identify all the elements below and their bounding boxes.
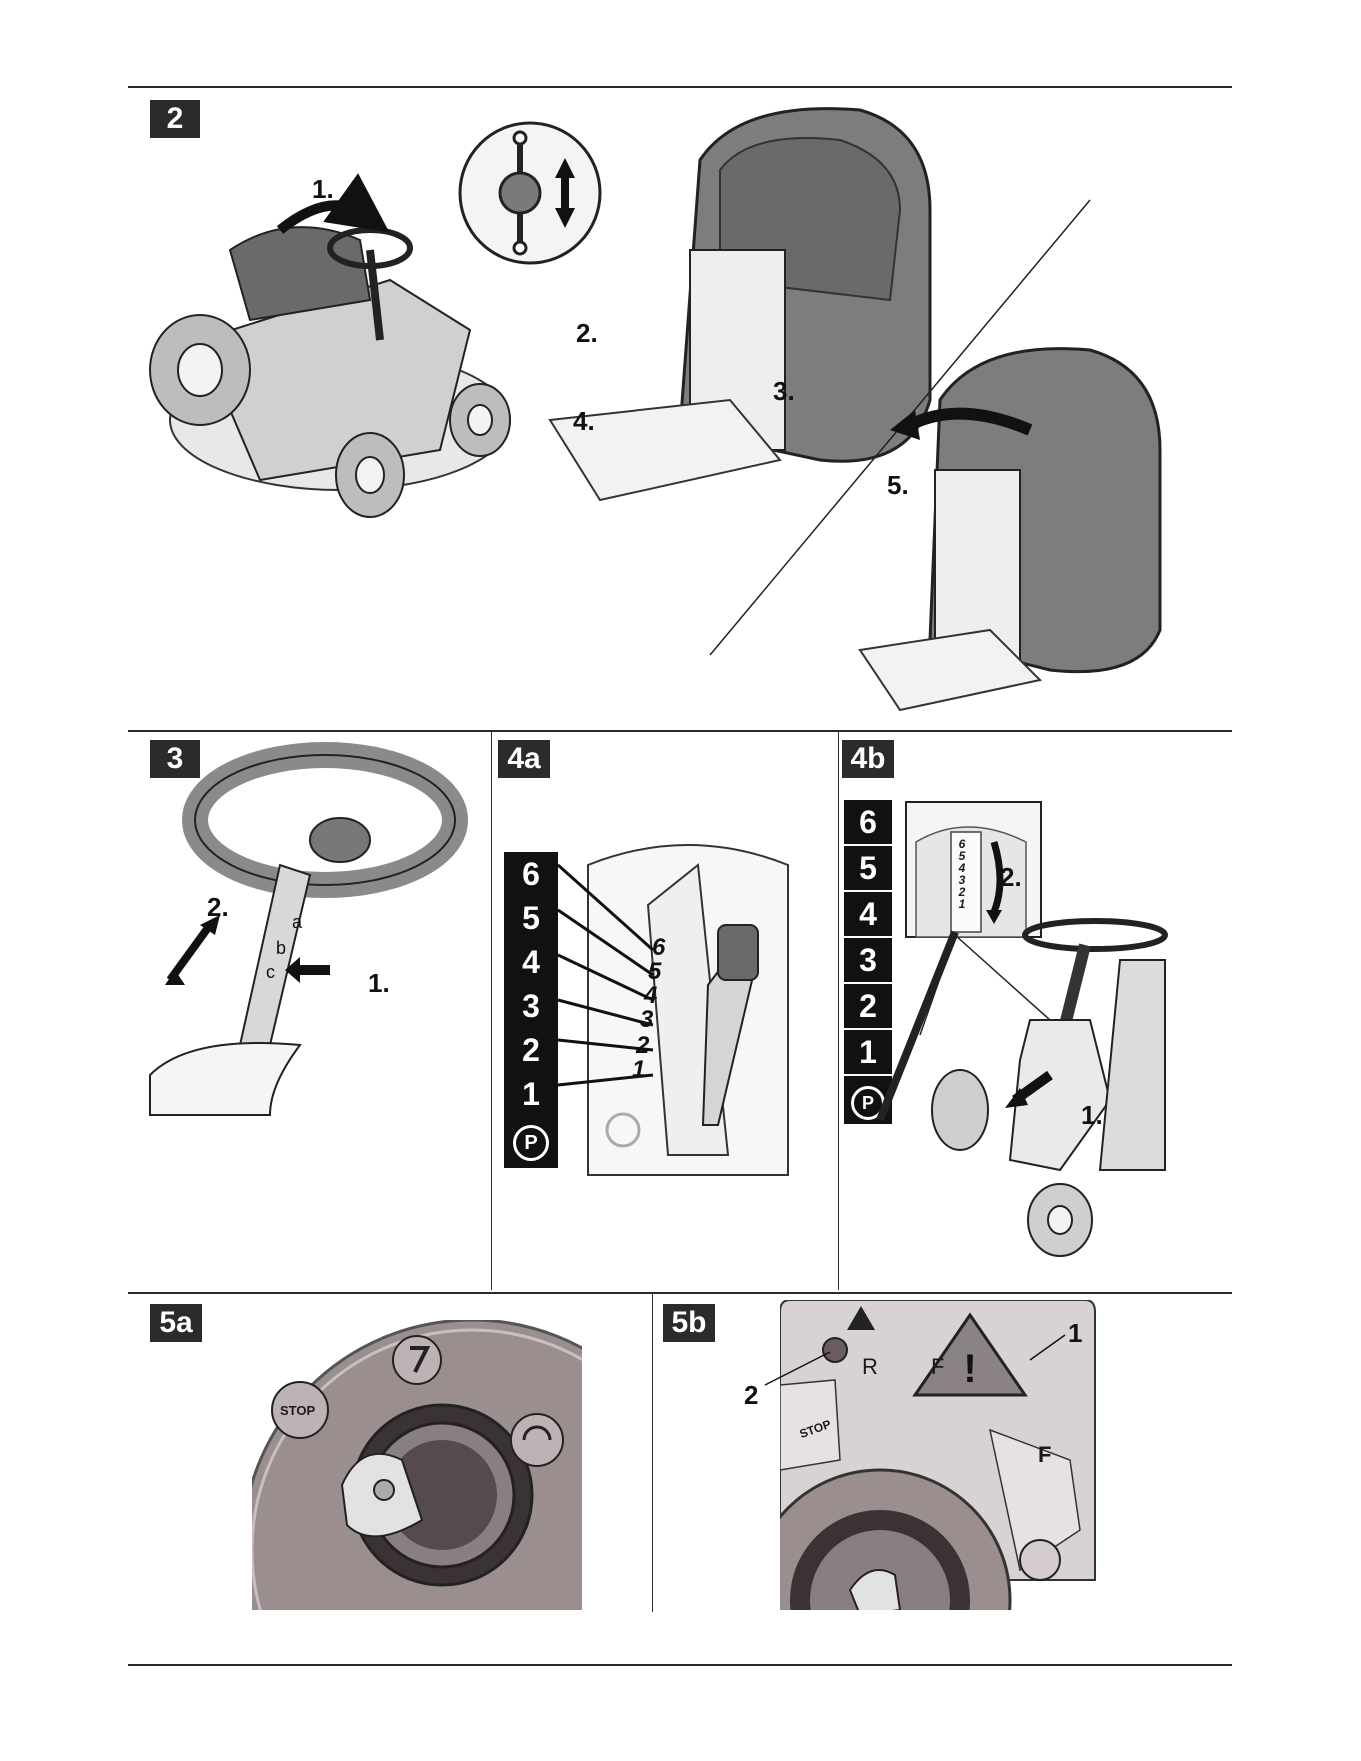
divider-4a-4b [838,732,839,1290]
fig4b-gear-5: 5 [844,846,892,890]
fig4b-step-2: 2. [1000,862,1022,893]
fig5a-stop-label: STOP [280,1403,315,1418]
fig5b-direction-F-diag: F [1038,1442,1051,1468]
figure-badge-5a: 5a [150,1304,202,1342]
fig4a-gear-5: 5 [504,896,558,940]
fig2-step-5: 5. [887,470,909,501]
fig4a-gear-4: 4 [504,940,558,984]
rule-after-fig4 [128,1292,1232,1294]
fig4a-lever-gear-3: 3 [640,1006,653,1034]
divider-3-4a [491,732,492,1290]
fig3-hole-c: c [266,962,275,983]
fig4a-lever-illustration [558,825,808,1175]
fig4b-mower-illustration [880,920,1165,1260]
top-rule [128,86,1232,88]
fig4a-lever-gear-1: 1 [632,1056,645,1084]
fig4b-gear-6: 6 [844,800,892,844]
fig4a-gear-3: 3 [504,984,558,1028]
figure-badge-2: 2 [150,100,200,138]
fig3-step-1: 1. [368,968,390,999]
fig5b-callout-lines [740,1320,1080,1400]
fig4b-inset-gears: 6 5 4 3 2 1 [952,838,972,910]
inset-gear-1: 1 [952,898,972,910]
figure-badge-5b: 5b [663,1304,715,1342]
fig2-step-2: 2. [576,318,598,349]
fig2-step-4: 4. [573,406,595,437]
fig3-hole-b: b [276,938,286,959]
divider-5a-5b [652,1294,653,1612]
fig4a-park: P [504,1116,558,1168]
rule-after-fig2 [128,730,1232,732]
fig3-step-2: 2. [207,892,229,923]
figure-badge-4b: 4b [842,740,894,778]
fig4a-gear-2: 2 [504,1028,558,1072]
fig3-steering-wheel-illustration [150,745,470,1115]
fig2-step-1: 1. [312,174,334,205]
fig3-hole-a: a [292,912,302,933]
fig4a-gear-6: 6 [504,852,558,896]
fig2-seat-folded [840,340,1190,710]
bottom-rule [128,1664,1232,1666]
fig4b-step-1: 1. [1081,1100,1103,1131]
fig4a-gear-1: 1 [504,1072,558,1116]
fig5a-ignition-switch [252,1320,582,1610]
park-icon: P [513,1125,549,1161]
figure-badge-4a: 4a [498,740,550,778]
